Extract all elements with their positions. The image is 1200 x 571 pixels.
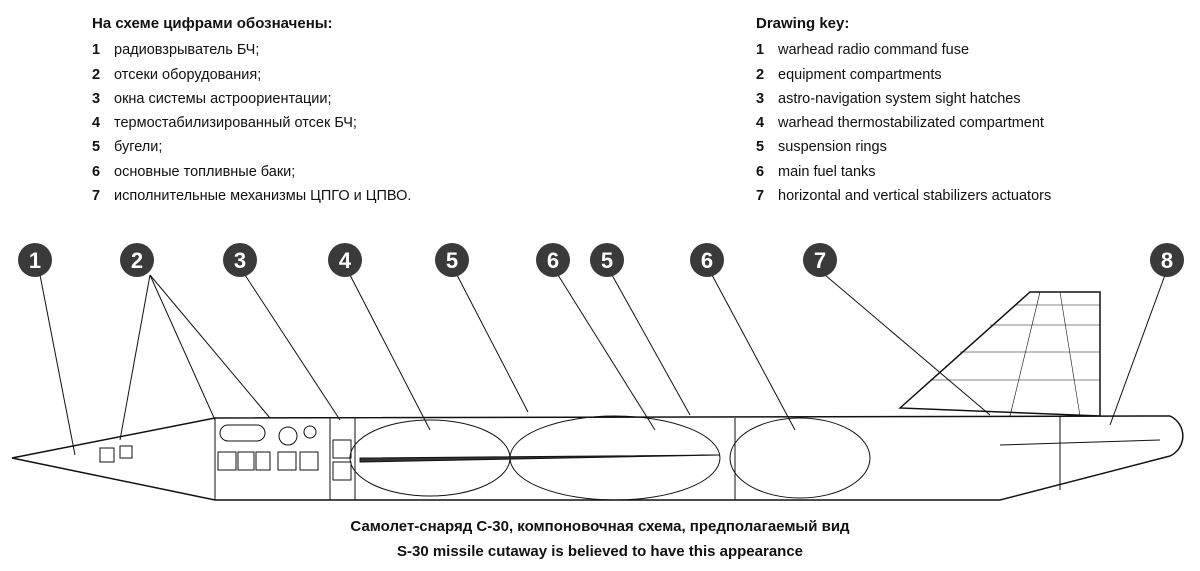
- key-text: astro-navigation system sight hatches: [778, 90, 1021, 107]
- fuselage: [11, 415, 1184, 501]
- callout-number: 5: [446, 248, 458, 273]
- key-item: 3 astro-navigation system sight hatches: [756, 87, 1051, 111]
- key-number: 5: [92, 139, 101, 156]
- key-text: warhead radio command fuse: [778, 42, 970, 59]
- caption-english: S-30 missile cutaway is believed to have…: [396, 543, 804, 560]
- key-title: На схеме цифрами обозначены:: [92, 15, 333, 32]
- key-number: 4: [756, 115, 765, 132]
- key-text: horizontal and vertical stabilizers actu…: [778, 188, 1052, 205]
- key-text: основные топливные баки;: [114, 163, 296, 180]
- key-item: 2 equipment compartments: [756, 63, 1051, 87]
- key-item: 7 horizontal and vertical stabilizers act…: [756, 184, 1051, 208]
- tail-fin: [898, 291, 1101, 417]
- callout-number: 8: [1161, 248, 1173, 273]
- key-text: бугели;: [114, 139, 163, 156]
- callout-circle: [120, 243, 154, 277]
- equipment-boxes: [99, 439, 352, 481]
- key-number: 3: [756, 90, 765, 107]
- key-number: 2: [92, 66, 101, 83]
- caption-russian: Самолет-снаряд С-30, компоновочная схема…: [350, 518, 850, 535]
- key-number: 2: [756, 66, 765, 83]
- key-item: 1 радиовзрыватель БЧ;: [92, 38, 411, 62]
- key-item: 4 термостабилизированный отсек БЧ;: [92, 111, 411, 135]
- callout-circle: [536, 243, 570, 277]
- key-item: 2 отсеки оборудования;: [92, 63, 411, 87]
- key-item: 6 main fuel tanks: [756, 160, 1051, 184]
- callout-number: 4: [339, 248, 352, 273]
- key-item: 1 warhead radio command fuse: [756, 38, 1051, 62]
- callout-number: 3: [234, 248, 246, 273]
- callout-circle: [223, 243, 257, 277]
- key-number: 3: [92, 90, 101, 107]
- key-text: исполнительные механизмы ЦПГО и ЦПВО.: [114, 188, 412, 205]
- key-number: 6: [756, 163, 765, 180]
- callout-circle: [803, 243, 837, 277]
- key-number: 5: [756, 139, 765, 156]
- callout-number: 2: [131, 248, 143, 273]
- callout-number: 1: [29, 248, 41, 273]
- key-text: equipment compartments: [778, 66, 942, 83]
- callout-circle: [328, 243, 362, 277]
- callout-circle: [590, 243, 624, 277]
- key-item: 5 бугели;: [92, 135, 411, 159]
- key-item: 6 основные топливные баки;: [92, 160, 411, 184]
- key-item: 5 suspension rings: [756, 135, 1051, 159]
- key-item: 7 исполнительные механизмы ЦПГО и ЦПВО.: [92, 184, 411, 208]
- callout-number: 6: [547, 248, 559, 273]
- key-russian: На схеме цифрами обозначены: 1 радиовзрыв…: [92, 12, 411, 208]
- key-text: main fuel tanks: [778, 163, 876, 180]
- key-text: suspension rings: [778, 139, 887, 156]
- leader-lines: [39, 274, 1166, 456]
- callout-number: 7: [814, 248, 826, 273]
- key-text: warhead thermostabilizated compartment: [778, 115, 1044, 132]
- callout-circle: [18, 243, 52, 277]
- callout-number: 5: [601, 248, 613, 273]
- fin-hatching: [930, 291, 1100, 417]
- key-text: радиовзрыватель БЧ;: [114, 42, 260, 59]
- key-number: 6: [92, 163, 101, 180]
- key-number: 4: [92, 115, 101, 132]
- key-title: Drawing key:: [756, 15, 850, 32]
- key-number: 7: [756, 188, 765, 205]
- key-text: окна системы астроориентации;: [114, 90, 332, 107]
- callout-circle: [435, 243, 469, 277]
- key-item: 4 warhead thermostabilizated compartment: [756, 111, 1051, 135]
- key-text: отсеки оборудования;: [114, 66, 262, 83]
- key-english: Drawing key: 1 warhead radio command fuse…: [756, 12, 1051, 208]
- key-item: 3 окна системы астроориентации;: [92, 87, 411, 111]
- key-text: термостабилизированный отсек БЧ;: [114, 115, 357, 132]
- key-number: 1: [92, 42, 101, 59]
- callout-number: 6: [701, 248, 713, 273]
- key-number: 7: [92, 188, 101, 205]
- key-number: 1: [756, 42, 765, 59]
- callout-circle: [1150, 243, 1184, 277]
- callout-markers: 1 2 3 4 5 6 5 6 7 8: [18, 243, 1184, 277]
- callout-circle: [690, 243, 724, 277]
